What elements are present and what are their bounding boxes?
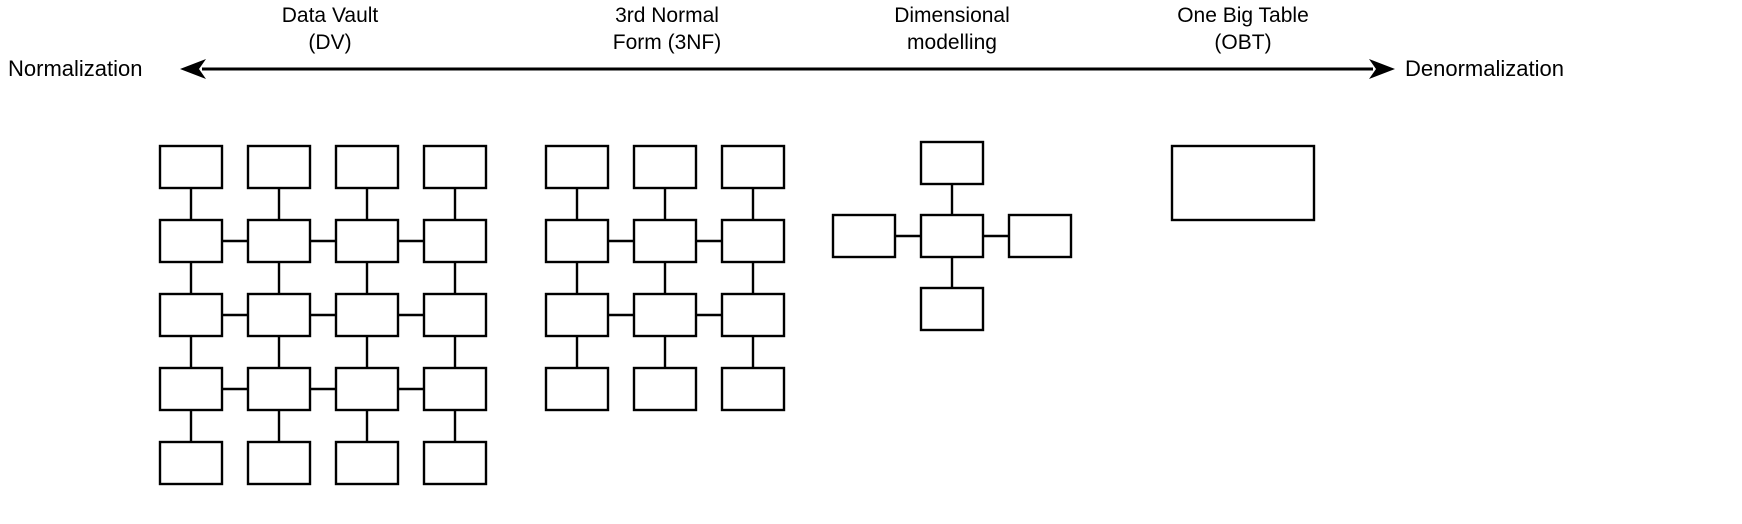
column-title-line2: Form (3NF) [612, 31, 722, 54]
entity-box[interactable] [422, 144, 488, 190]
entity-box[interactable] [158, 366, 224, 412]
one-big-table-box[interactable] [1170, 144, 1316, 222]
entity-box[interactable] [544, 366, 610, 412]
column-title-line1: Data Vault [281, 4, 379, 27]
column-title-3nf: 3rd Normal Form (3NF) [517, 2, 817, 56]
entity-box[interactable] [246, 144, 312, 190]
axis-label-normalization: Normalization [8, 56, 143, 81]
entity-box[interactable] [720, 144, 786, 190]
entity-box[interactable] [544, 292, 610, 338]
column-title-line1: Dimensional [894, 4, 1010, 27]
axis-label-denormalization: Denormalization [1405, 56, 1564, 81]
entity-box[interactable] [422, 218, 488, 264]
column-title-one-big-table: One Big Table (OBT) [1093, 2, 1393, 56]
column-title-data-vault: Data Vault (DV) [180, 2, 480, 56]
entity-box[interactable] [246, 366, 312, 412]
entity-box[interactable] [544, 144, 610, 190]
column-title-line1: One Big Table [1177, 4, 1309, 27]
dimension-north-box[interactable] [919, 140, 985, 186]
column-title-line1: 3rd Normal [615, 4, 719, 27]
entity-box[interactable] [632, 292, 698, 338]
entity-box[interactable] [158, 292, 224, 338]
entity-box[interactable] [158, 218, 224, 264]
entity-box[interactable] [632, 366, 698, 412]
column-title-line2: modelling [907, 31, 997, 54]
entity-box[interactable] [334, 144, 400, 190]
entity-box[interactable] [246, 292, 312, 338]
entity-box[interactable] [158, 144, 224, 190]
entity-box[interactable] [632, 218, 698, 264]
axis-arrowhead-right [1369, 59, 1395, 79]
entity-box[interactable] [246, 440, 312, 486]
entity-box[interactable] [422, 292, 488, 338]
dimension-east-box[interactable] [1007, 213, 1073, 259]
entity-box[interactable] [422, 366, 488, 412]
axis-arrowhead-left [180, 59, 206, 79]
entity-box[interactable] [720, 366, 786, 412]
entity-box[interactable] [422, 440, 488, 486]
entity-box[interactable] [544, 218, 610, 264]
dimension-west-box[interactable] [831, 213, 897, 259]
entity-box[interactable] [334, 366, 400, 412]
entity-box[interactable] [720, 218, 786, 264]
entity-box[interactable] [334, 440, 400, 486]
entity-box[interactable] [720, 292, 786, 338]
fact-table-box[interactable] [919, 213, 985, 259]
entity-box[interactable] [632, 144, 698, 190]
entity-box[interactable] [158, 440, 224, 486]
dimension-south-box[interactable] [919, 286, 985, 332]
entity-box[interactable] [334, 292, 400, 338]
column-title-dimensional-modelling: Dimensional modelling [802, 2, 1102, 56]
entity-box[interactable] [246, 218, 312, 264]
entity-box[interactable] [334, 218, 400, 264]
column-title-line2: (OBT) [1214, 31, 1272, 54]
column-title-line2: (DV) [308, 31, 352, 54]
